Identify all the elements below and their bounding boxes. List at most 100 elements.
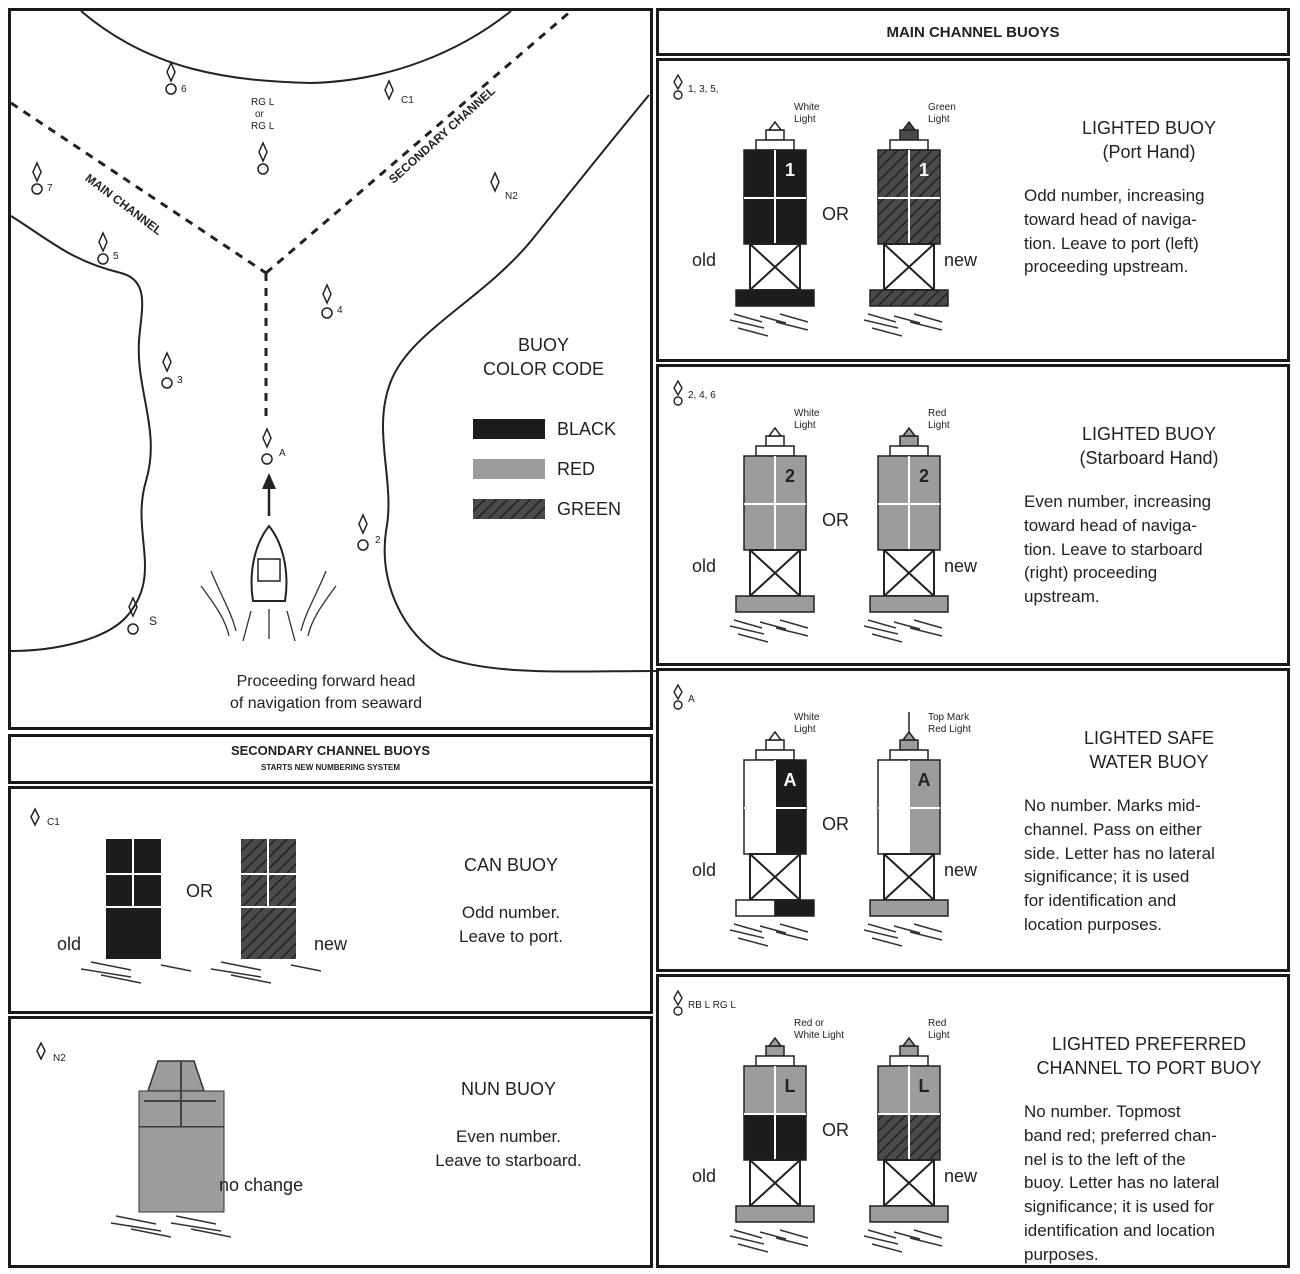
nun-buoy-desc: Even number. Leave to starboard. [435,1127,582,1170]
or-label: OR [822,814,849,834]
can-buoy-title: CAN BUOY [463,855,559,875]
buoy-title-line: (Starboard Hand) [1079,448,1219,469]
buoy-desc-line: band red; preferred chan- [1024,1125,1217,1145]
new-label: new [314,934,348,954]
buoy-symbol-icon [673,73,683,100]
buoy-symbol-icon [673,379,683,406]
buoy-desc: No number. Topmost band red; preferred ch… [1024,1100,1286,1267]
marker-label: 5 [113,251,119,262]
buoy-desc-line: tion. Leave to port (left) [1024,233,1199,253]
light-label-line: White [794,712,820,723]
can-buoy-new-icon [241,839,296,959]
marker-label: 7 [47,183,53,194]
buoy-new-icon: L [863,1036,949,1253]
buoy-old-icon: 1 [729,120,815,337]
legend-label-green: GREEN [557,499,622,519]
buoy-title-line: LIGHTED PREFERRED [1051,1034,1247,1054]
no-change-label: no change [219,1175,304,1195]
can-buoy-desc: Odd number. Leave to port. [459,903,563,946]
marker-label: S [149,614,158,628]
buoy-desc-line: purposes. [1024,1244,1099,1264]
buoy-number: A [784,770,797,790]
marker-label: or [255,109,264,120]
light-label-line: Red [928,408,947,419]
light-label-line: Green [928,102,956,113]
buoy-desc-line: proceeding upstream. [1024,257,1189,277]
buoy-symbol-icon [673,683,683,710]
new-label: new [944,860,978,880]
buoy-desc-line: buoy. Letter has no lateral [1024,1173,1220,1193]
light-label-line: Red [928,1018,947,1029]
light-label-line: Top Mark [928,712,970,723]
light-label-line: Light [794,723,816,735]
secondary-channel-subtitle: STARTS NEW NUMBERING SYSTEM [261,763,400,772]
buoy-desc-line: for identification and [1024,891,1177,911]
marker-label: RG L [251,121,275,132]
buoy-desc-line: channel. Pass on either [1024,819,1202,839]
buoy-title: LIGHTED BUOY (Port Hand) [1018,116,1280,165]
new-label: new [944,250,978,270]
or-label: OR [822,1120,849,1140]
old-label: old [692,250,717,270]
buoy-symbol-label: N2 [53,1053,66,1064]
buoy-number: 1 [785,160,795,180]
buoy-desc: No number. Marks mid-channel. Pass on ei… [1024,794,1286,937]
marker-label: A [279,448,286,459]
buoy-number: L [785,1076,796,1096]
marker-label: N2 [505,191,518,202]
map-caption: Proceeding forward head of navigation fr… [229,673,423,712]
marker-label: RG L [251,97,275,108]
main-buoy-panel [656,364,1290,666]
buoy-new-icon: A [863,712,949,947]
buoy-title-line: LIGHTED BUOY [1081,118,1217,138]
buoy-desc-line: identification and location [1024,1220,1215,1240]
or-label: OR [822,204,849,224]
light-label-line: White Light [794,1029,845,1041]
buoy-title-line: LIGHTED SAFE [1083,728,1215,748]
buoy-desc-line: nel is to the left of the [1024,1149,1186,1169]
chart-map-panel: MAIN CHANNEL SECONDARY CHANNEL 6 RG L or… [8,8,657,730]
marker-label: 4 [337,305,343,316]
buoy-desc-line: No number. Topmost [1024,1102,1181,1121]
can-buoy-old-icon [106,839,161,959]
old-label: old [57,934,82,954]
old-label: old [692,556,717,576]
nun-buoy-panel: N2 no change NUN BUOY Even number. Leave… [8,1016,653,1268]
water-ripples [110,1215,232,1238]
legend-title: BUOY COLOR CODE [482,335,605,380]
buoy-desc-line: side. Letter has no lateral [1024,843,1215,863]
legend-swatch-black [473,419,545,439]
buoy-title-line: (Port Hand) [1102,142,1196,163]
buoy-symbol-icon [36,1041,46,1061]
legend-label-red: RED [557,459,596,479]
buoy-number: 2 [785,466,795,486]
chart-map [10,9,657,673]
legend-swatch-green [473,499,545,519]
secondary-channel-title: SECONDARY CHANNEL BUOYS [230,743,431,758]
buoy-desc-line: significance; it is used [1024,867,1190,887]
buoy-symbol-label: C1 [47,817,60,828]
buoy-old-icon: A [729,730,815,947]
secondary-channel-header: SECONDARY CHANNEL BUOYS STARTS NEW NUMBE… [8,734,653,784]
buoy-number: A [918,770,931,790]
buoy-desc-line: toward head of naviga- [1024,209,1197,229]
light-label-line: White [794,408,820,419]
marker-label: 2 [375,535,381,546]
legend-swatch-red [473,459,545,479]
buoy-title-line: CHANNEL TO PORT BUOY [1036,1058,1262,1079]
buoy-number: 2 [919,466,929,486]
